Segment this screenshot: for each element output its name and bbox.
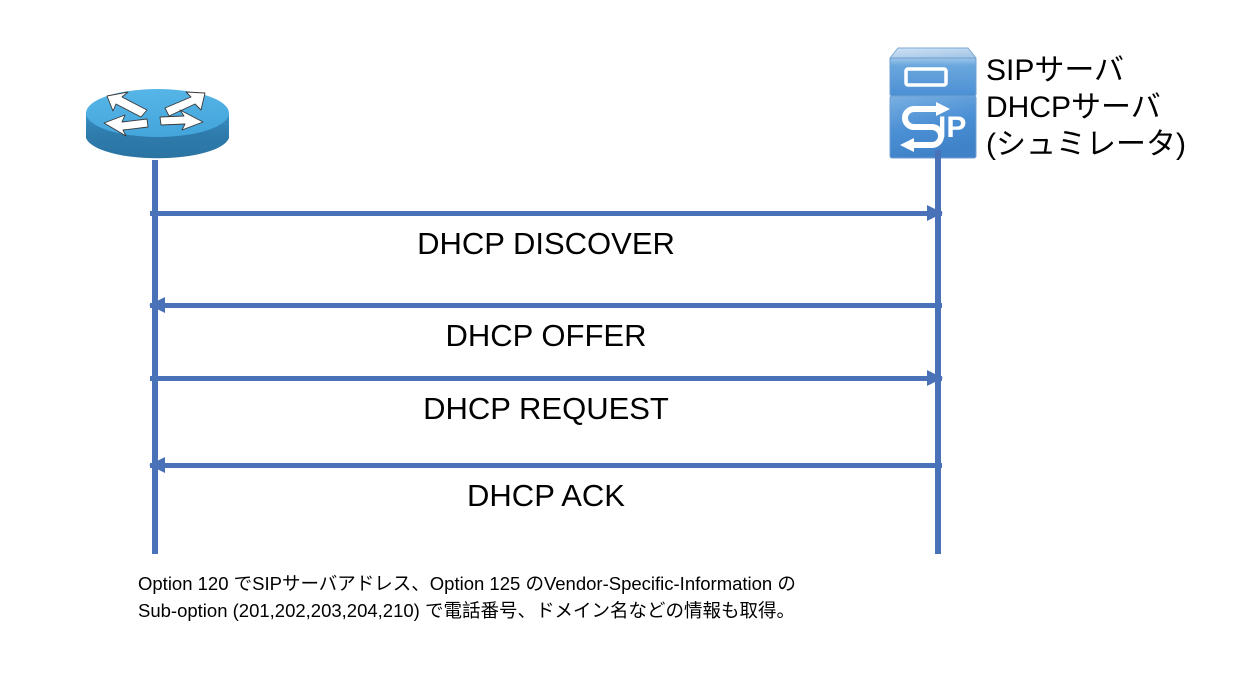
arrowhead-right-icon: [927, 370, 943, 386]
server-label-line-2: DHCPサーバ: [986, 91, 1161, 124]
message-dhcp-discover: DHCP DISCOVER: [150, 205, 943, 281]
footer-note: Option 120 でSIPサーバアドレス、Option 125 のVendo…: [138, 570, 1038, 624]
server-label-line-1: SIPサーバ: [986, 54, 1125, 87]
message-label: DHCP ACK: [467, 478, 625, 513]
router-icon: [85, 80, 230, 170]
message-label: DHCP DISCOVER: [417, 226, 675, 261]
server-label-line-3: (シュミレータ): [986, 128, 1186, 161]
lifeline-router: [152, 160, 158, 554]
arrowhead-left-icon: [149, 457, 165, 473]
message-line: [150, 376, 942, 381]
arrowhead-right-icon: [927, 205, 943, 221]
svg-text:IP: IP: [938, 111, 966, 144]
message-label: DHCP OFFER: [445, 318, 647, 353]
footer-note-line-2: Sub-option (201,202,203,204,210) で電話番号、ド…: [138, 600, 795, 621]
footer-note-line-1: Option 120 でSIPサーバアドレス、Option 125 のVendo…: [138, 573, 796, 594]
server-label: SIPサーバ DHCPサーバ (シュミレータ): [986, 52, 1236, 163]
message-line: [150, 303, 942, 308]
message-line: [150, 463, 942, 468]
server-icon: IP: [888, 32, 980, 164]
arrowhead-left-icon: [149, 297, 165, 313]
lifeline-server: [935, 150, 941, 554]
message-dhcp-ack: DHCP ACK: [149, 457, 942, 533]
message-line: [150, 211, 942, 216]
message-dhcp-request: DHCP REQUEST: [150, 370, 943, 446]
message-label: DHCP REQUEST: [423, 391, 669, 426]
message-dhcp-offer: DHCP OFFER: [149, 297, 942, 373]
